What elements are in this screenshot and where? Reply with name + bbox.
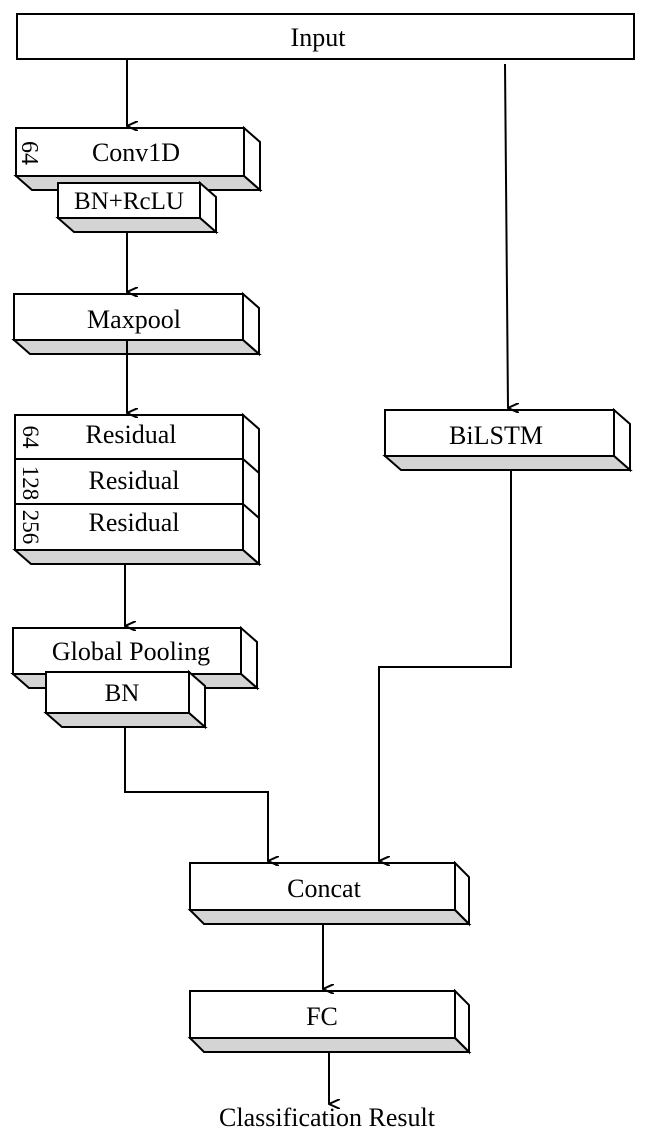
fc-node: FC	[187, 988, 472, 1055]
maxpool-node: Maxpool	[11, 291, 262, 357]
concat-node: Concat	[187, 860, 472, 927]
bn-node: BN	[43, 669, 208, 730]
residual-1-label: Residual	[86, 420, 177, 449]
classification-result-label: Classification Result	[219, 1103, 436, 1132]
res-filters-3-label: 256	[18, 510, 43, 545]
arrow-bn-to-concat	[124, 727, 268, 861]
input-label: Input	[291, 23, 347, 52]
connectors	[124, 59, 512, 1104]
fc-label: FC	[306, 1002, 338, 1031]
conv-filters-label: 64	[16, 141, 42, 165]
residual-2-label: Residual	[89, 466, 180, 495]
input-node: Input	[16, 13, 635, 60]
maxpool-label: Maxpool	[87, 305, 181, 334]
concat-label: Concat	[287, 874, 361, 903]
bn-label: BN	[105, 680, 140, 707]
conv1d-node: Conv1D 64	[13, 125, 263, 193]
residual-stack-node: Residual Residual Residual 64 128 256	[12, 412, 262, 567]
bilstm-label: BiLSTM	[449, 421, 543, 450]
arrow-bilstm-to-concat	[378, 470, 512, 861]
bn-relu-node: BN+RcLU	[55, 180, 219, 235]
res-filters-2-label: 128	[18, 466, 43, 501]
res-filters-1-label: 64	[18, 426, 43, 450]
bilstm-node: BiLSTM	[382, 407, 633, 473]
bn-relu-label: BN+RcLU	[74, 188, 184, 215]
conv1d-label: Conv1D	[92, 138, 180, 167]
residual-3-label: Residual	[89, 508, 180, 537]
arrow-input-to-bilstm	[504, 63, 508, 408]
global-pooling-label: Global Pooling	[52, 637, 210, 666]
